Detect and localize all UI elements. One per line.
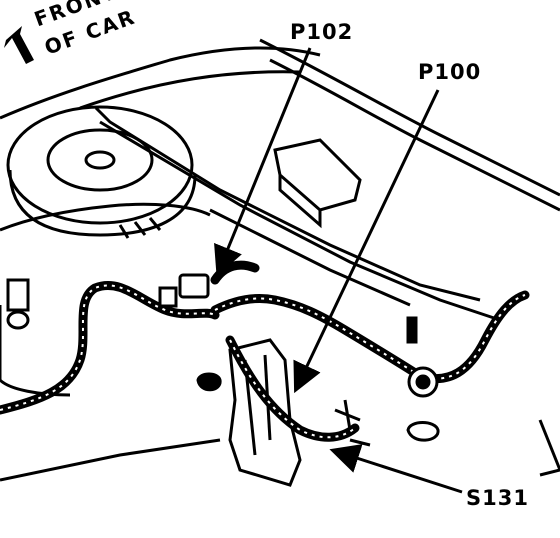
callout-leaders — [214, 47, 463, 494]
fastener-left — [196, 372, 222, 392]
callout-p100: P100 — [418, 60, 482, 84]
center-block — [273, 138, 362, 229]
body-panel-lines — [0, 38, 560, 482]
grommet-bottom-right — [406, 421, 440, 442]
callout-s131: S131 — [466, 486, 529, 510]
round-component — [6, 105, 197, 239]
connectors — [6, 273, 440, 442]
front-direction-arrow-icon — [4, 26, 34, 64]
leader-p102 — [214, 47, 312, 277]
connector-p102 — [178, 273, 210, 299]
leader-s131 — [329, 444, 463, 494]
callout-p102: P102 — [290, 20, 354, 44]
splice-s131 — [334, 399, 371, 447]
leader-p100 — [293, 89, 440, 394]
harness-wrap-pattern — [0, 284, 526, 439]
